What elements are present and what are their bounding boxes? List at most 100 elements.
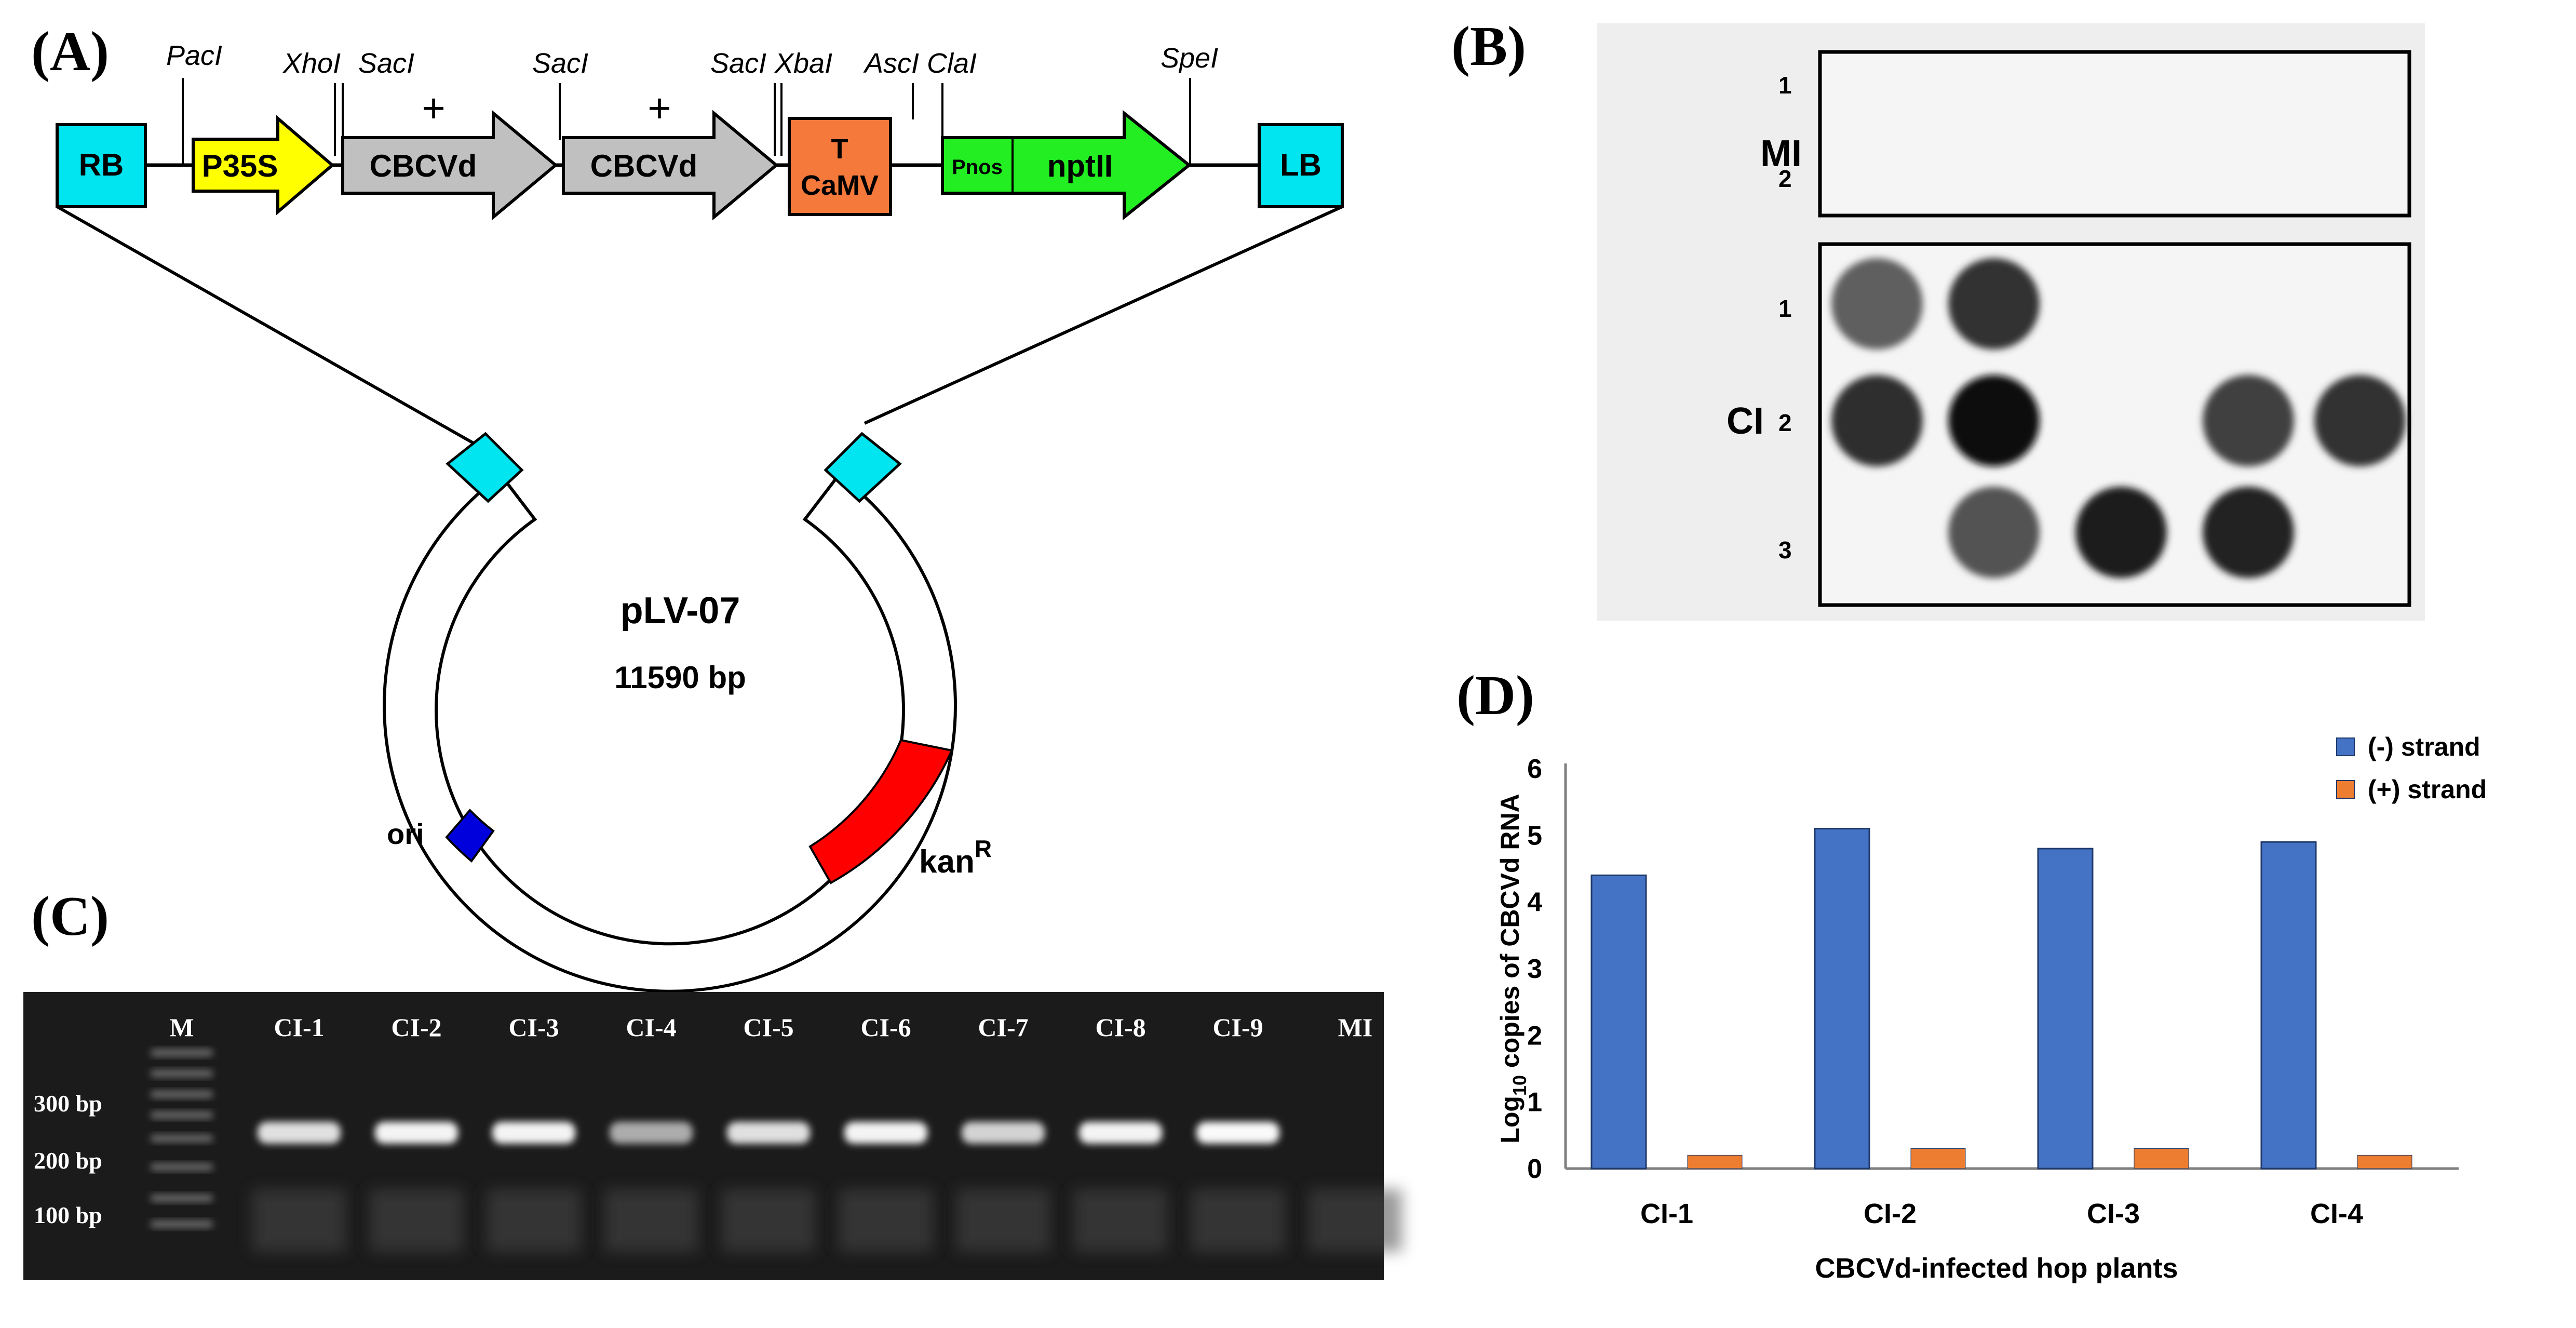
ori-segment [445, 809, 495, 863]
p35s-label: P35S [202, 149, 278, 183]
site-pac-label: PacI [166, 40, 222, 71]
gel-smear-3 [487, 1189, 581, 1252]
site-asc-label: AscI [863, 48, 919, 79]
legend-swatch-0 [2336, 737, 2355, 756]
kanr-label-main: kan [919, 844, 975, 880]
kanr-label-sup: R [975, 835, 992, 862]
ci-group-label: CI [1727, 400, 1764, 442]
kanr-segment [808, 739, 953, 884]
site-xho-label: XhoI [282, 48, 341, 79]
p35s-arrow [192, 115, 335, 216]
gel-lane-label-5: CI-5 [743, 1013, 793, 1042]
ladder-band-5 [151, 1163, 213, 1171]
gel-band-CI-3 [492, 1122, 575, 1144]
bar-CI-1-plus-strand [1687, 1155, 1743, 1169]
y-tick-label-4: 4 [1527, 888, 1542, 918]
gel-smear-8 [1074, 1189, 1167, 1252]
plus-sign-2: + [648, 85, 671, 131]
marker-200bp: 200 bp [34, 1147, 102, 1174]
x-tick-label-CI-4: CI-4 [2310, 1198, 2363, 1229]
panel-c-label: (C) [31, 886, 109, 947]
gel-smear-10 [1309, 1189, 1402, 1252]
bar-CI-4-minus-strand [2260, 841, 2317, 1170]
panel-a-label: (A) [31, 21, 109, 83]
gel-band-CI-1 [258, 1122, 341, 1144]
gel-lane-label-9: CI-9 [1212, 1013, 1263, 1042]
gel-smear-6 [839, 1189, 933, 1252]
plus-sign-1: + [422, 85, 446, 131]
bar-CI-2-plus-strand [1910, 1148, 1966, 1169]
y-axis-label: Log10 copies of CBCVd RNA [1495, 794, 1530, 1143]
gel-band-CI-4 [610, 1122, 693, 1144]
connector-left [56, 205, 476, 446]
ci-row-3: 3 [1778, 536, 1792, 564]
site-sac-label-3: SacI [710, 48, 766, 79]
gel-band-CI-6 [844, 1122, 927, 1144]
ci-row-2: 2 [1778, 409, 1792, 436]
ladder-band-7 [151, 1220, 213, 1228]
rb-box [56, 123, 147, 208]
x-axis-label: CBCVd-infected hop plants [1815, 1253, 2178, 1284]
lb-ring-marker [824, 432, 902, 503]
mi-group-label: MI [1760, 133, 1802, 175]
gel-smear-9 [1191, 1189, 1285, 1252]
panel-b: (B) MI CI 1 2 1 2 3 [1451, 16, 2425, 621]
y-axis-label-sub: 10 [1509, 1075, 1530, 1096]
cbcvd-arrow-1 [341, 110, 558, 221]
ladder-band-2 [151, 1091, 213, 1098]
gel-lane-label-3: CI-3 [508, 1013, 559, 1042]
site-xba-label: XbaI [774, 48, 832, 79]
dot-blot-spot-r2-c5 [2314, 375, 2406, 466]
gel-band-CI-2 [375, 1122, 458, 1144]
legend-label-0: (-) strand [2368, 732, 2480, 761]
marker-300bp: 300 bp [34, 1090, 102, 1117]
ladder-band-3 [151, 1111, 213, 1119]
marker-100bp: 100 bp [34, 1202, 102, 1228]
site-sac-label-1: SacI [358, 48, 414, 79]
gel-bands [252, 1122, 1402, 1252]
lb-box [1258, 123, 1344, 208]
y-tick-label-1: 1 [1527, 1088, 1542, 1118]
gel-lane-label-8: CI-8 [1095, 1013, 1145, 1042]
panel-a: (A) PacI XhoI SacI SacI SacI XbaI AscI C… [31, 21, 1344, 993]
x-tick-label-CI-3: CI-3 [2087, 1198, 2140, 1229]
terminator-label-line2: CaMV [801, 170, 879, 201]
plasmid-ring [383, 473, 957, 993]
gel-smear-2 [370, 1189, 463, 1252]
gel-lane-label-1: CI-1 [274, 1013, 324, 1042]
y-axis-label-prefix: Log [1495, 1096, 1525, 1144]
ladder-band-0 [151, 1049, 213, 1056]
site-spe-label: SpeI [1161, 43, 1218, 74]
marker-ladder [151, 1049, 213, 1228]
gel-lane-label-4: CI-4 [626, 1013, 676, 1042]
gel-smear-1 [252, 1189, 346, 1252]
dot-blot-spot-r3-c3 [2075, 487, 2167, 578]
legend-swatch-1 [2336, 780, 2355, 799]
pnos-label: Pnos [952, 156, 1003, 179]
gel-lane-label-7: CI-7 [978, 1013, 1028, 1042]
ci-row-1: 1 [1778, 295, 1792, 322]
panel-b-label: (B) [1451, 16, 1526, 77]
plasmid-name: pLV-07 [621, 590, 740, 632]
dot-blot-spot-r2-c1 [1831, 375, 1923, 466]
gel-band-CI-8 [1079, 1122, 1162, 1144]
dot-blot-spot-r1-c1 [1831, 258, 1923, 350]
cbcvd-label-2: CBCVd [590, 149, 698, 183]
gel-lane-label-0: M [169, 1013, 194, 1042]
gel-smear-5 [722, 1189, 815, 1252]
cbcvd-arrow-2 [562, 110, 779, 221]
gel-band-CI-5 [727, 1122, 810, 1144]
lb-label: LB [1280, 147, 1321, 182]
ori-label: ori [387, 817, 424, 850]
dot-blot-spot-r2-c4 [2203, 375, 2294, 466]
rb-ring-marker [446, 432, 524, 503]
x-tick-label-CI-1: CI-1 [1640, 1198, 1693, 1229]
gel-lane-label-10: MI [1338, 1013, 1373, 1042]
gel-smear-7 [956, 1189, 1050, 1252]
site-cla-label: ClaI [927, 48, 977, 79]
mi-row-1: 1 [1778, 72, 1792, 99]
